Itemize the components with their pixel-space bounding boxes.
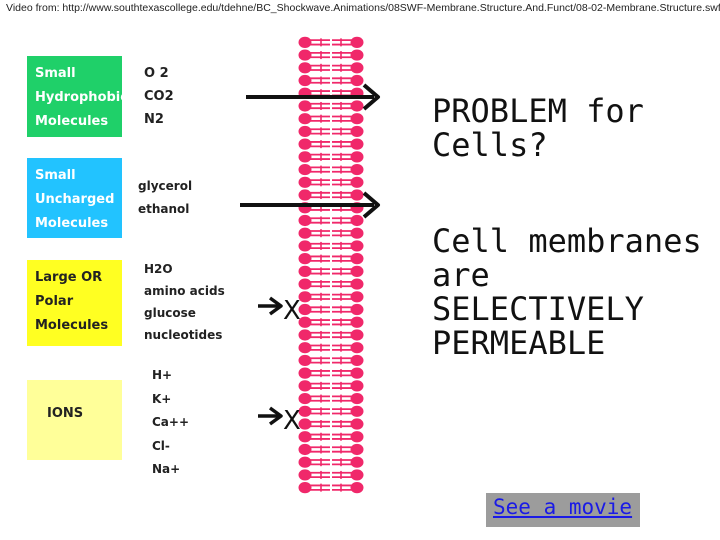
category-label: Molecules	[35, 114, 109, 129]
phospholipid-row	[298, 303, 364, 316]
molecule-item: ethanol	[138, 202, 190, 216]
phospholipid-row	[298, 74, 364, 87]
blocked-arrow-large-polar: X	[258, 296, 301, 326]
phospholipid-row	[298, 125, 364, 138]
source-caption: Video from: http://www.southtexascollege…	[6, 2, 720, 14]
molecule-item: glucose	[144, 306, 196, 320]
phospholipid-row	[298, 443, 364, 456]
category-label: Small	[35, 66, 76, 81]
phospholipid-row	[298, 138, 364, 150]
pass-arrow-uncharged	[240, 191, 380, 219]
molecule-item: glycerol	[138, 179, 193, 193]
pass-arrow-hydrophobic	[246, 83, 380, 111]
category-label: Hydrophobic	[35, 90, 128, 105]
category-label: IONS	[47, 406, 84, 421]
phospholipid-row	[298, 113, 364, 125]
molecule-item: O 2	[144, 66, 169, 81]
phospholipid-row	[298, 367, 364, 379]
phospholipid-row	[298, 405, 364, 417]
phospholipid-row	[298, 329, 364, 341]
statement-line: PERMEABLE	[432, 324, 606, 362]
phospholipid-row	[298, 456, 364, 468]
phospholipid-row	[298, 100, 364, 112]
problem-line: PROBLEM for	[432, 92, 644, 130]
phospholipid-row	[298, 392, 364, 405]
phospholipid-row	[298, 227, 364, 239]
statement-line: SELECTIVELY	[432, 290, 644, 328]
molecule-list-ions: H+ K+ Ca++ Cl- Na+	[152, 364, 189, 482]
phospholipid-row	[298, 36, 364, 48]
phospholipid-row	[298, 62, 364, 74]
molecule-item: K+	[152, 391, 172, 406]
phospholipid-row	[298, 176, 364, 188]
molecule-item: amino acids	[144, 284, 225, 298]
phospholipid-row	[298, 354, 364, 367]
molecule-item: H+	[152, 368, 173, 382]
phospholipid-row	[298, 418, 364, 430]
phospholipid-row	[298, 316, 364, 328]
phospholipid-row	[298, 151, 364, 163]
molecule-list-large-polar: H2O amino acids glucose nucleotides	[144, 258, 225, 346]
category-box-hydrophobic: Small Hydrophobic Molecules	[27, 56, 128, 137]
category-label: Molecules	[35, 216, 109, 231]
blocked-x-mark: X	[283, 296, 301, 326]
phospholipid-row	[298, 253, 364, 265]
phospholipid-bilayer	[298, 36, 364, 494]
blocked-x-mark: X	[283, 406, 301, 436]
molecule-item: H2O	[144, 262, 173, 276]
blocked-arrow-ions: X	[258, 406, 301, 436]
category-box-ions: IONS	[27, 380, 122, 460]
molecule-item: Ca++	[152, 415, 190, 429]
phospholipid-row	[298, 278, 364, 290]
molecule-item: Na+	[152, 462, 181, 476]
category-box-large-polar: Large OR Polar Molecules	[27, 260, 122, 346]
category-label: Molecules	[35, 318, 109, 333]
statement-line: are	[432, 256, 490, 294]
phospholipid-row	[298, 291, 364, 303]
statement-line: Cell membranes	[432, 222, 702, 260]
phospholipid-row	[298, 49, 364, 61]
phospholipid-row	[298, 342, 364, 354]
category-label: Small	[35, 168, 76, 183]
phospholipid-row	[298, 189, 364, 201]
phospholipid-row	[298, 265, 364, 277]
phospholipid-row	[298, 431, 364, 443]
molecule-item: N2	[144, 112, 164, 127]
movie-link-box[interactable]: See a movie	[486, 493, 640, 527]
category-label: Large OR	[35, 270, 103, 285]
selective-permeability-statement: Cell membranes are SELECTIVELY PERMEABLE	[432, 224, 702, 360]
category-box-uncharged: Small Uncharged Molecules	[27, 158, 122, 238]
molecule-list-hydrophobic: O 2 CO2 N2	[144, 62, 174, 131]
phospholipid-row	[298, 163, 364, 176]
phospholipid-row	[298, 214, 364, 227]
phospholipid-row	[298, 380, 364, 392]
phospholipid-row	[298, 482, 364, 494]
molecule-item: nucleotides	[144, 328, 223, 342]
molecule-item: CO2	[144, 89, 174, 104]
see-movie-link[interactable]: See a movie	[493, 495, 633, 519]
molecule-list-uncharged: glycerol ethanol	[138, 175, 192, 221]
category-label: Polar	[35, 294, 74, 309]
molecule-item: Cl-	[152, 438, 170, 453]
phospholipid-row	[298, 469, 364, 481]
phospholipid-row	[298, 240, 364, 252]
problem-line: Cells?	[432, 126, 548, 164]
category-label: Uncharged	[35, 192, 115, 207]
problem-heading: PROBLEM for Cells?	[432, 94, 644, 162]
